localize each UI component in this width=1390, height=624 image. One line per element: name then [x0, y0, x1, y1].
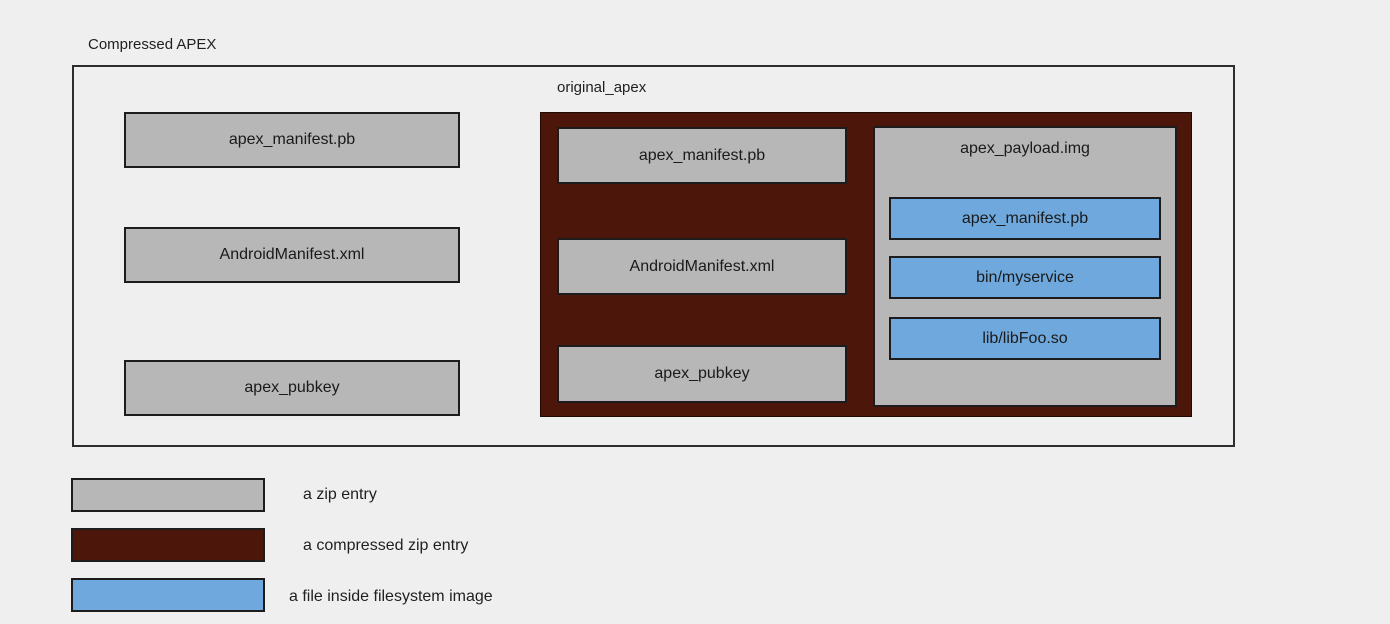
- payload-file-bin-myservice: bin/myservice: [889, 256, 1161, 299]
- original-apex-label: original_apex: [557, 79, 647, 96]
- legend-swatch-zip-entry: [71, 478, 265, 512]
- original-apex-zip-entry-apex-pubkey: apex_pubkey: [557, 345, 847, 403]
- zip-entry-android-manifest-xml: AndroidManifest.xml: [124, 227, 460, 283]
- legend-swatch-file-inside-filesystem-image: [71, 578, 265, 612]
- legend-label-zip-entry: a zip entry: [303, 486, 377, 503]
- diagram-title: Compressed APEX: [88, 36, 217, 53]
- compressed-apex-box: [72, 65, 1235, 447]
- zip-entry-apex-pubkey: apex_pubkey: [124, 360, 460, 416]
- payload-file-lib-libfoo-so: lib/libFoo.so: [889, 317, 1161, 360]
- original-apex-zip-entry-android-manifest-xml: AndroidManifest.xml: [557, 238, 847, 295]
- original-apex-zip-entry-apex-manifest-pb: apex_manifest.pb: [557, 127, 847, 184]
- legend-label-file-inside-filesystem-image: a file inside filesystem image: [289, 588, 493, 605]
- payload-file-apex-manifest-pb: apex_manifest.pb: [889, 197, 1161, 240]
- apex-payload-img-label: apex_payload.img: [960, 140, 1090, 157]
- legend-swatch-compressed-zip-entry: [71, 528, 265, 562]
- zip-entry-apex-manifest-pb: apex_manifest.pb: [124, 112, 460, 168]
- legend-label-compressed-zip-entry: a compressed zip entry: [303, 537, 469, 554]
